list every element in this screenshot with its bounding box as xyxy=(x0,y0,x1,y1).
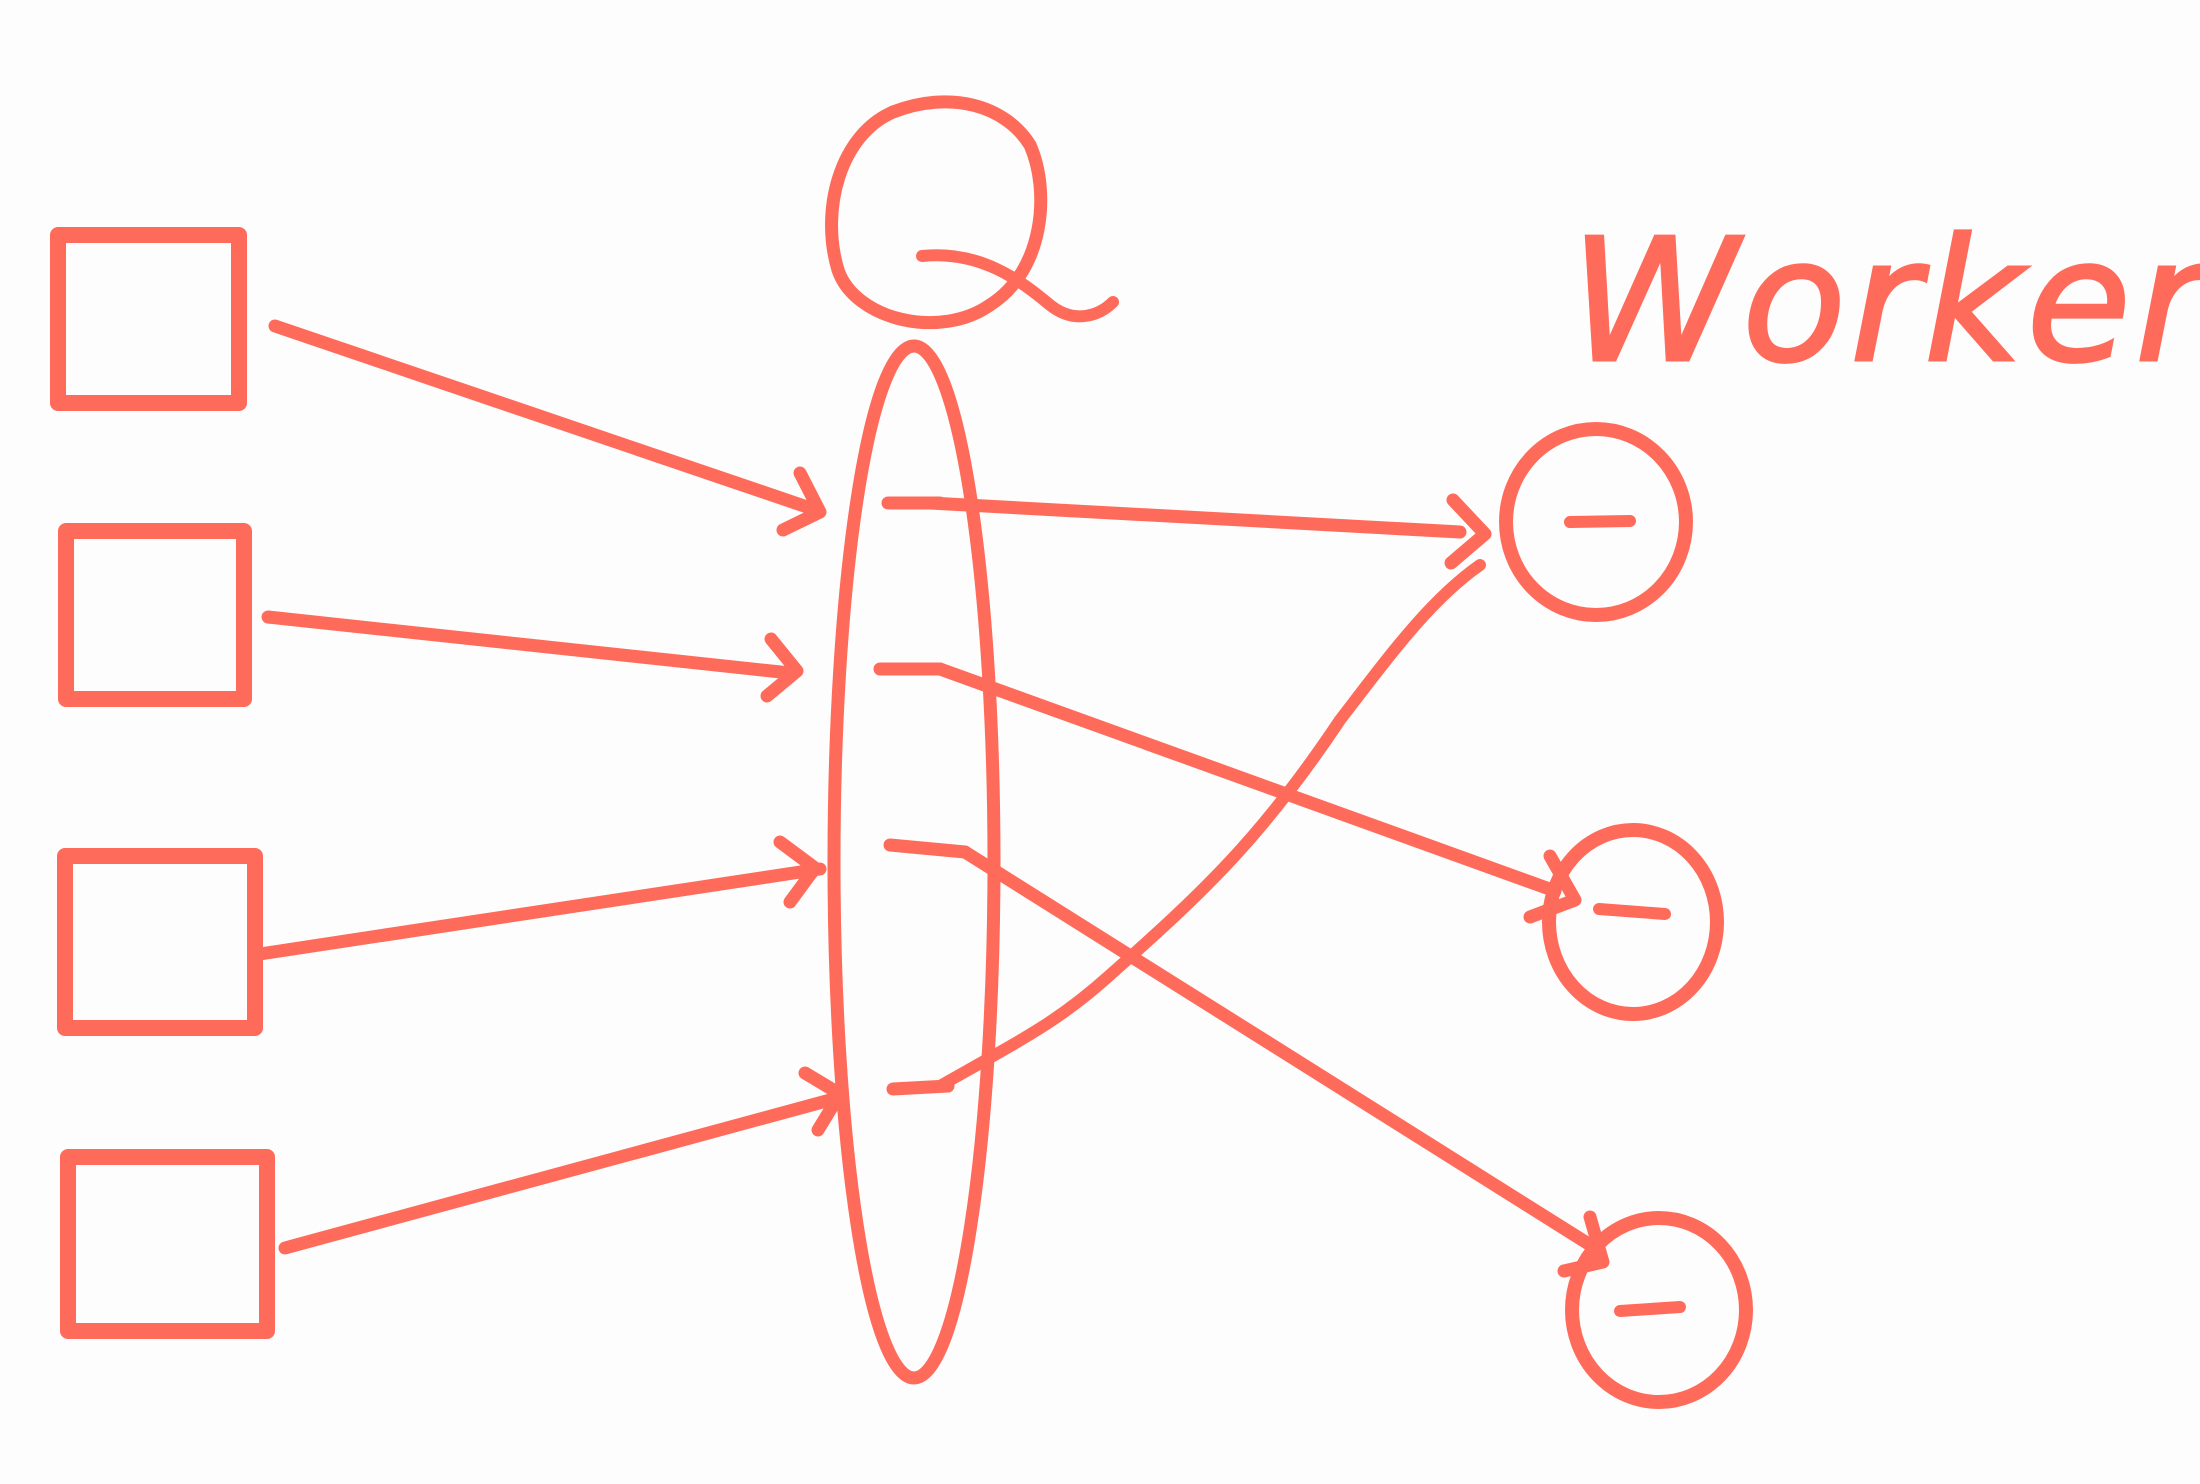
queue-slot-3 xyxy=(883,838,972,859)
worker-mark-1 xyxy=(1564,515,1636,528)
worker-circle-2 xyxy=(1542,823,1724,1021)
producer-box-4 xyxy=(60,1149,275,1339)
arrow-dispatch-1 xyxy=(923,493,1492,570)
queue-letter-q-stroke xyxy=(825,95,1048,330)
worker-label: Worker xyxy=(1570,203,2200,401)
arrow-producer-1 xyxy=(268,319,827,537)
queue-slots xyxy=(873,496,972,1096)
producer-box-2 xyxy=(58,523,252,707)
arrow-producer-2 xyxy=(261,610,804,703)
queue-ellipse xyxy=(827,339,1001,1385)
worker-mark-3 xyxy=(1614,1301,1686,1317)
queue-letter-q-tail xyxy=(916,249,1119,323)
arrow-producer-4 xyxy=(278,1066,847,1255)
arrow-producer-3 xyxy=(253,835,827,961)
workers xyxy=(1499,422,1753,1409)
arrow-dispatch-4 xyxy=(934,559,1486,1092)
arrow-dispatch-2 xyxy=(933,662,1582,924)
producers xyxy=(50,227,275,1339)
producer-arrows xyxy=(253,319,847,1255)
producer-box-1 xyxy=(50,227,247,411)
worker-mark-2 xyxy=(1593,903,1671,920)
arrow-dispatch-3 xyxy=(958,845,1610,1278)
queue-label: Q xyxy=(825,95,1119,330)
dispatch-arrows xyxy=(923,493,1610,1278)
worker-circle-1 xyxy=(1499,422,1693,622)
worker-circle-3 xyxy=(1565,1211,1753,1409)
producer-box-3 xyxy=(57,848,263,1036)
worker-marks xyxy=(1564,515,1686,1317)
